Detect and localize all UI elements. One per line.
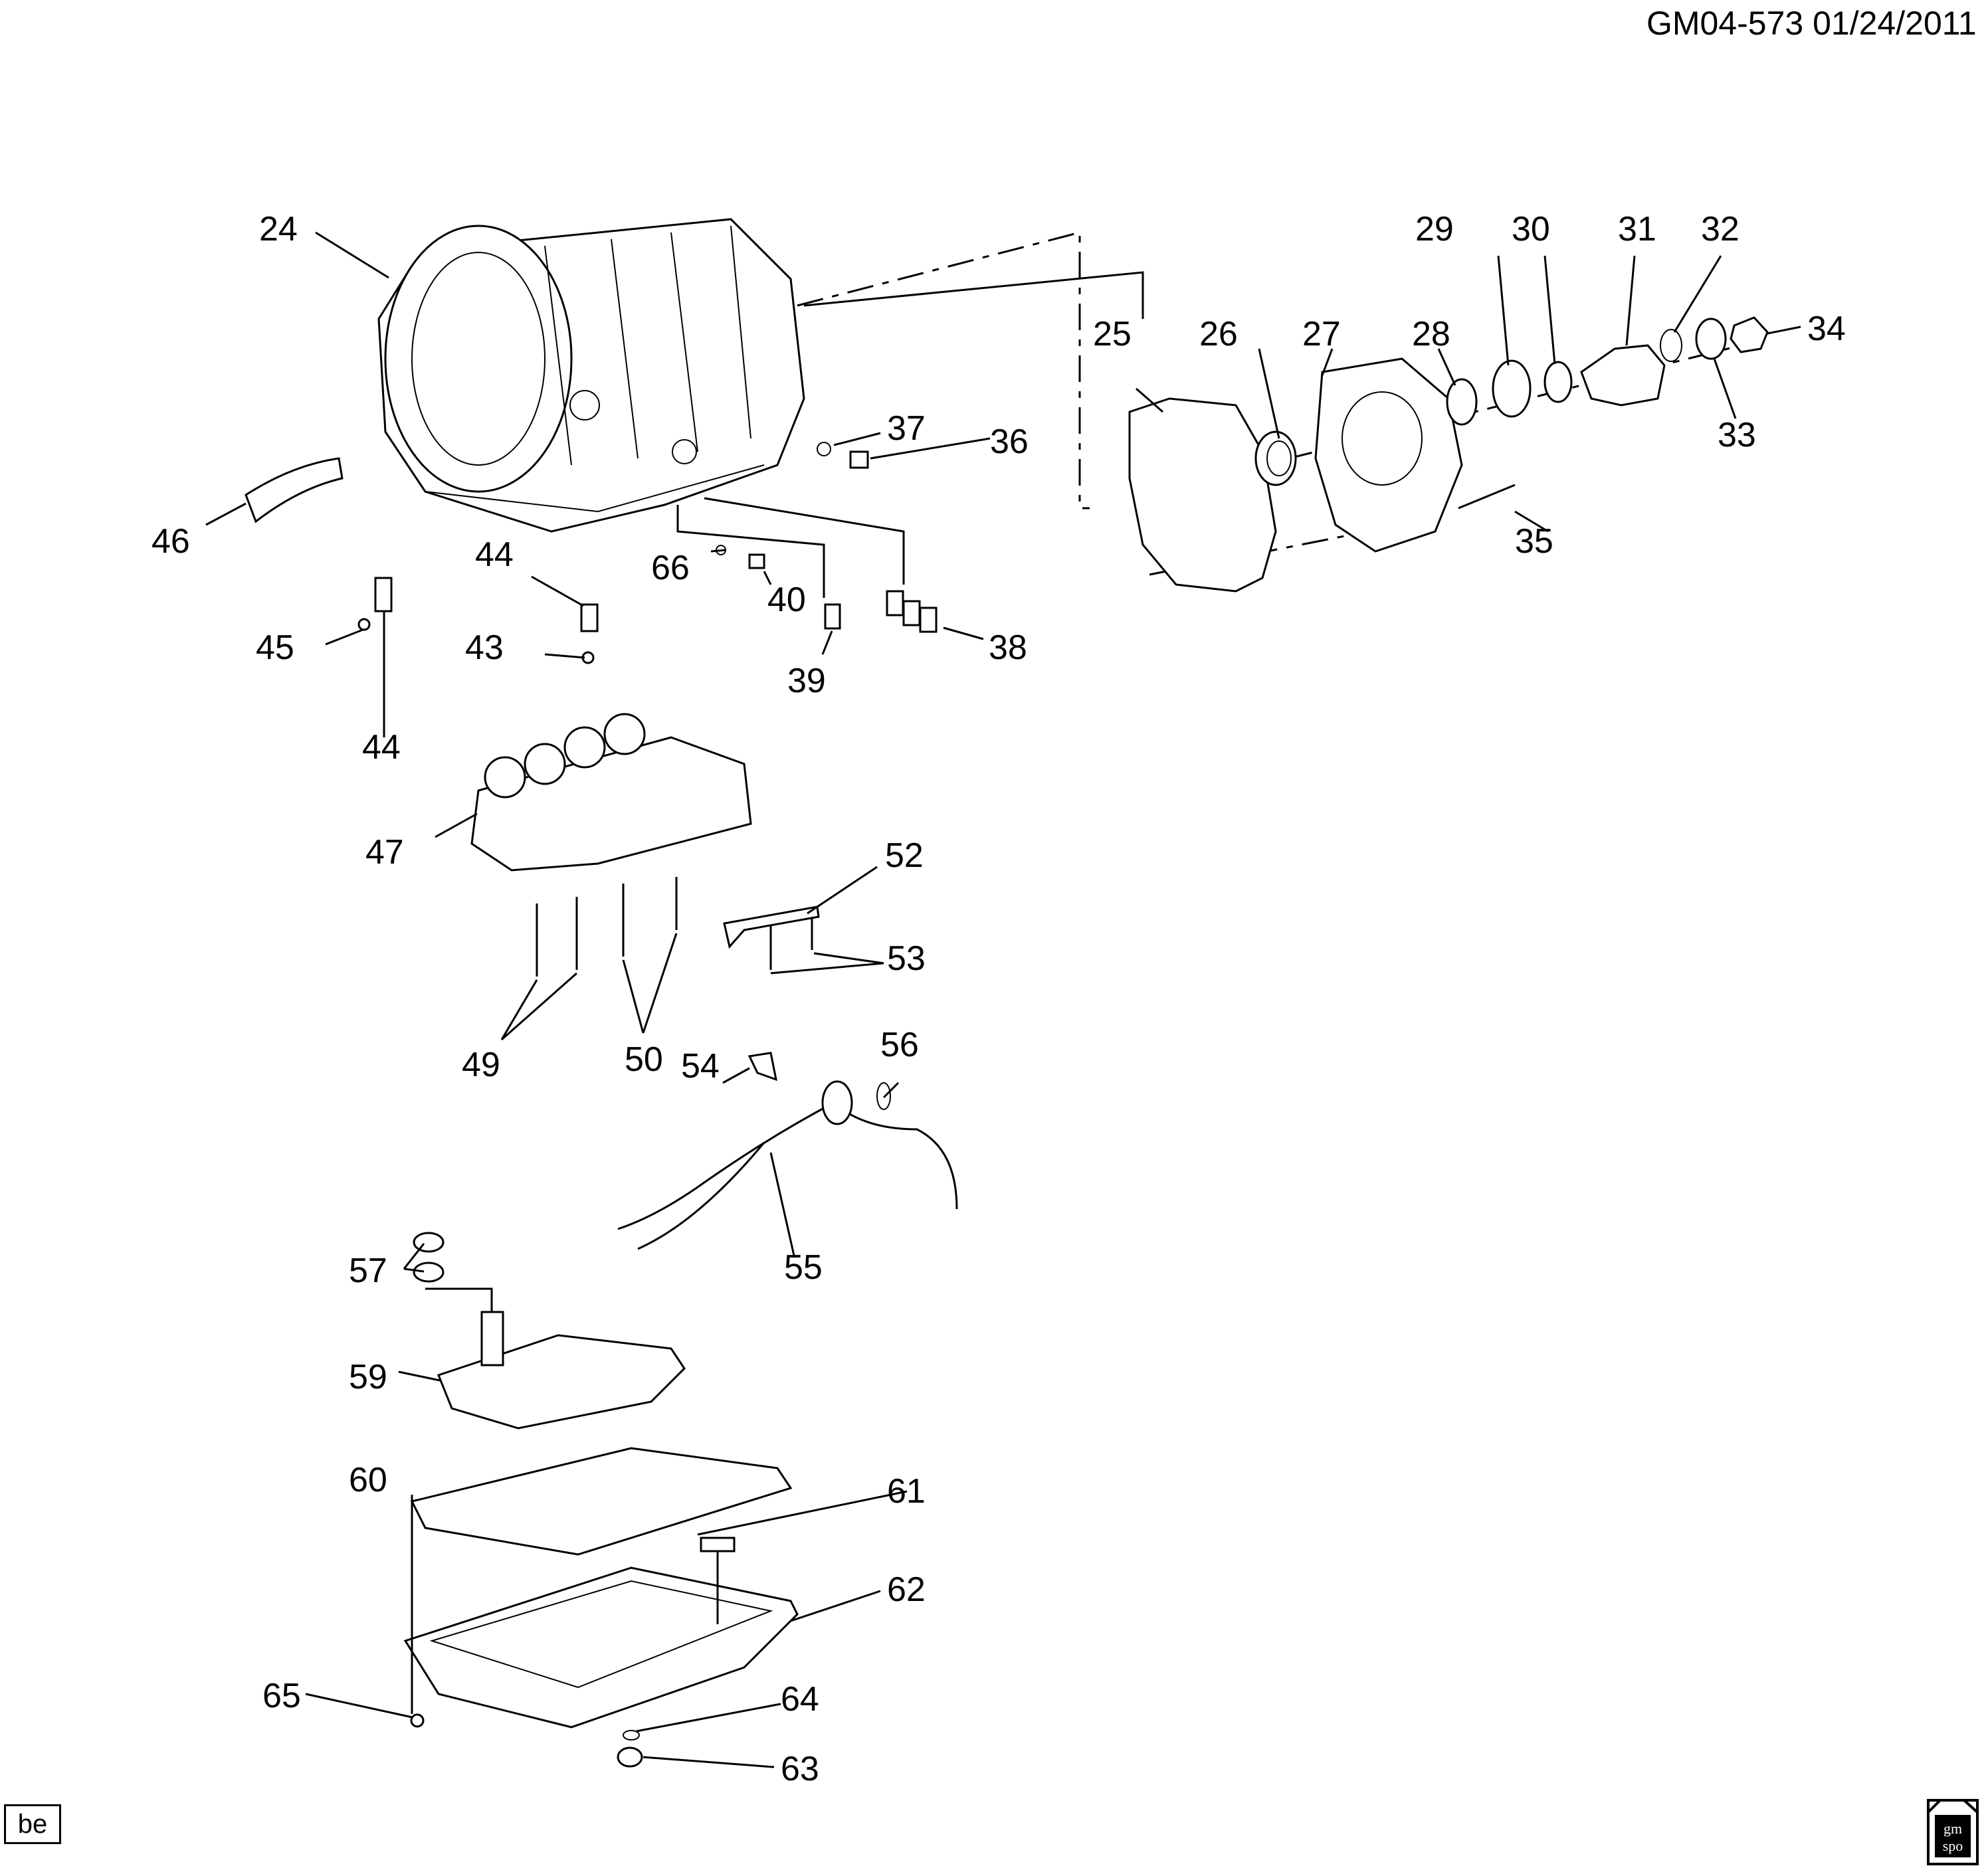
filter-neck	[480, 1311, 504, 1366]
callout-60: 60	[349, 1461, 387, 1499]
svg-text:gm: gm	[1943, 1820, 1962, 1837]
callout-62: 62	[887, 1570, 926, 1609]
plug-36	[849, 450, 869, 469]
callout-64: 64	[781, 1680, 819, 1719]
sensor-46	[245, 457, 344, 523]
seal-29	[1492, 359, 1532, 418]
clip-54	[747, 1052, 777, 1081]
callout-40: 40	[767, 581, 806, 619]
plug-40	[748, 553, 765, 569]
bolts-50	[622, 877, 678, 957]
assembly-line-shaft	[1235, 344, 1741, 473]
callout-24: 24	[259, 210, 298, 248]
callout-65: 65	[262, 1677, 301, 1715]
ring-32	[1660, 329, 1682, 362]
valve-body	[470, 713, 752, 872]
extension-gasket	[1128, 397, 1277, 593]
callout-29: 29	[1415, 210, 1454, 248]
o-rings-56	[876, 1082, 891, 1110]
seal-57b	[413, 1262, 445, 1283]
callout-50: 50	[625, 1040, 663, 1079]
plug-39	[824, 603, 841, 630]
callout-44-upper: 44	[475, 535, 514, 574]
callout-63: 63	[781, 1750, 819, 1788]
callout-57: 57	[349, 1252, 387, 1290]
assembly-line-case-to-cover	[797, 231, 1090, 510]
magnet-61	[700, 1537, 736, 1552]
catalog-badge: be	[4, 1804, 61, 1844]
gmspo-logo-icon: gm spo	[1927, 1799, 1979, 1865]
seal-57a	[413, 1232, 445, 1253]
callout-34: 34	[1807, 310, 1846, 348]
callout-59: 59	[349, 1358, 387, 1396]
bolts-49	[536, 897, 578, 977]
callout-46: 46	[151, 522, 190, 561]
callout-36: 36	[990, 422, 1029, 461]
callout-43: 43	[465, 628, 504, 667]
bolts-53	[769, 917, 813, 970]
wiring-harness	[617, 1101, 958, 1250]
callout-33: 33	[1718, 416, 1756, 454]
callout-27: 27	[1302, 315, 1341, 353]
callout-47: 47	[365, 833, 404, 872]
callout-35: 35	[1515, 522, 1553, 561]
callout-32: 32	[1701, 210, 1740, 248]
plug-38c	[919, 607, 938, 633]
seal-26	[1254, 430, 1297, 486]
callout-28: 28	[1412, 315, 1450, 353]
callout-31: 31	[1618, 210, 1656, 248]
callout-39: 39	[787, 662, 826, 700]
bolt-65	[410, 1713, 425, 1728]
callout-52: 52	[885, 836, 924, 875]
ring-30	[1543, 361, 1573, 403]
callout-55: 55	[784, 1248, 823, 1287]
callout-37: 37	[887, 409, 926, 448]
assembly-line-gasket	[1149, 517, 1436, 576]
callout-61: 61	[887, 1472, 926, 1511]
bolt-35	[1458, 484, 1516, 510]
plug-38a	[886, 590, 904, 616]
callout-44-lower: 44	[362, 728, 401, 767]
yoke-31	[1580, 344, 1666, 407]
callout-54: 54	[681, 1047, 720, 1085]
callout-56: 56	[880, 1026, 919, 1064]
callout-30: 30	[1512, 210, 1550, 248]
washer-33	[1695, 318, 1727, 360]
callout-38: 38	[989, 628, 1027, 667]
extension-housing	[1314, 357, 1463, 553]
drain-plug-63	[617, 1746, 643, 1768]
connector-seal	[821, 1080, 853, 1125]
callout-25: 25	[1093, 315, 1132, 353]
sensor-44a	[374, 577, 393, 612]
callout-26: 26	[1199, 315, 1238, 353]
washer-64	[623, 1730, 640, 1740]
callout-66: 66	[651, 549, 690, 587]
o-ring-37	[817, 442, 831, 456]
bolt-45	[357, 618, 371, 631]
bracket-52	[723, 905, 820, 949]
callout-49: 49	[462, 1046, 500, 1084]
callout-45: 45	[256, 628, 294, 667]
callout-labels: 24 25 26 27 28 29 30 31 32 33 34 35 36 3…	[151, 210, 1846, 1788]
filter-59	[437, 1334, 686, 1430]
diagram-reference-code: GM04-573 01/24/2011	[1646, 5, 1977, 42]
leader-lines	[205, 231, 1801, 1768]
pan-gasket	[410, 1447, 793, 1556]
sensor-44b	[580, 603, 599, 632]
svg-text:spo: spo	[1943, 1837, 1963, 1854]
bushing-28	[1446, 378, 1478, 426]
callout-53: 53	[887, 939, 926, 978]
transmission-case	[377, 218, 805, 533]
nut-34	[1730, 316, 1769, 353]
oil-pan	[403, 1566, 799, 1729]
plug-38b	[902, 600, 921, 626]
